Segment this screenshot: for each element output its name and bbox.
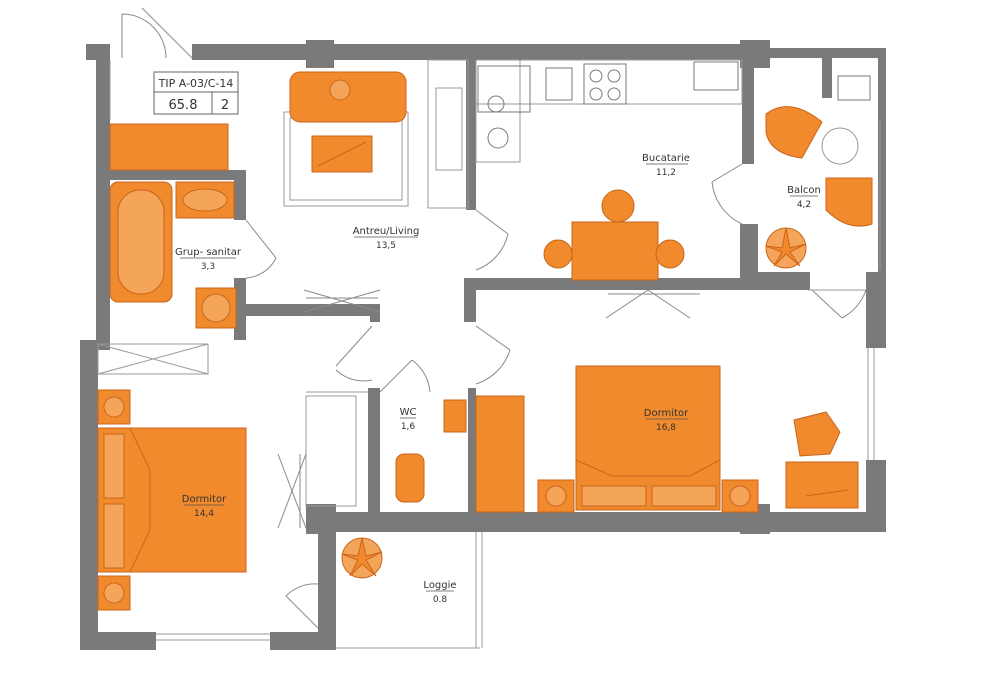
furniture bbox=[97, 71, 873, 611]
label-bedroom-second-area: 14,4 bbox=[194, 509, 214, 519]
label-loggia-name: Loggie bbox=[423, 580, 456, 591]
wall-balcony-top-inner bbox=[822, 58, 832, 98]
wall-bath-stub bbox=[370, 304, 380, 322]
door-kitchen bbox=[475, 209, 509, 271]
dishwasher bbox=[545, 67, 573, 101]
door-bedroom-second bbox=[335, 325, 373, 382]
wall-bottom-loggia-edge bbox=[318, 530, 336, 650]
wall-wc-stub-bottom bbox=[306, 504, 336, 534]
interior-lines bbox=[97, 59, 881, 649]
wall-left-upper bbox=[96, 44, 110, 340]
wc-sink bbox=[443, 399, 467, 433]
kitchen-appliances bbox=[477, 61, 871, 149]
chair-top bbox=[601, 189, 635, 223]
wall-wc-right bbox=[468, 388, 476, 514]
label-wc-area: 1,6 bbox=[401, 422, 416, 432]
label-bathroom-name: Grup- sanitar bbox=[175, 247, 242, 258]
door-balcony bbox=[711, 163, 743, 225]
wall-wc-left bbox=[368, 388, 380, 514]
desk bbox=[785, 461, 859, 509]
plant-loggia bbox=[341, 537, 383, 579]
wall-bath-right-lower bbox=[234, 278, 246, 340]
fridge bbox=[693, 61, 739, 91]
door-entrance bbox=[121, 13, 167, 59]
label-bedroom-main-area: 16,8 bbox=[656, 423, 676, 433]
label-wc-name: WC bbox=[400, 407, 417, 418]
kitchen-sink bbox=[477, 65, 531, 113]
wall-bath-top bbox=[108, 170, 244, 180]
apartment-type-code: TIP A-03/C-14 bbox=[158, 77, 234, 90]
label-underlines bbox=[180, 163, 818, 592]
door-balcony-exit bbox=[811, 289, 867, 319]
towel-radiator bbox=[109, 123, 229, 171]
door-bedroom-main bbox=[475, 325, 511, 385]
wall-kitchen-left-top bbox=[466, 60, 476, 210]
door-swings bbox=[121, 7, 867, 629]
label-bathroom-area: 3,3 bbox=[201, 262, 215, 272]
label-bedroom-second-name: Dormitor bbox=[182, 494, 227, 505]
wall-right-lower bbox=[866, 460, 886, 532]
label-bedroom-main-name: Dormitor bbox=[644, 408, 689, 419]
balcony-chair-1 bbox=[765, 106, 823, 159]
label-hall-living-area: 13,5 bbox=[376, 241, 396, 251]
room-labels: Grup- sanitar 3,3 Antreu/Living 13,5 Buc… bbox=[175, 153, 821, 605]
apartment-room-count: 2 bbox=[221, 98, 229, 113]
wc-toilet bbox=[395, 453, 425, 503]
door-loggia bbox=[285, 583, 319, 629]
wall-bath-bottom bbox=[246, 304, 380, 316]
wall-top-right bbox=[770, 48, 886, 58]
label-balcony-area: 4,2 bbox=[797, 200, 811, 210]
wall-top bbox=[192, 44, 770, 60]
balcony-chair-2 bbox=[825, 177, 873, 227]
wall-right-mid bbox=[866, 272, 886, 348]
wall-bath-right bbox=[234, 170, 246, 220]
wall-pillar-top-mid bbox=[306, 40, 334, 68]
person-on-sofa bbox=[329, 79, 351, 101]
wardrobe bbox=[475, 395, 525, 513]
desk-chair bbox=[793, 411, 841, 457]
label-kitchen-area: 11,2 bbox=[656, 168, 676, 178]
label-hall-living-name: Antreu/Living bbox=[353, 226, 420, 237]
wall-balcony-bottom bbox=[740, 272, 810, 290]
wall-kitchen-left-stub bbox=[464, 278, 476, 322]
chair-left bbox=[543, 239, 573, 269]
stove bbox=[583, 63, 627, 105]
wall-bottom-left bbox=[80, 632, 156, 650]
label-kitchen-name: Bucatarie bbox=[642, 153, 690, 164]
label-balcony-name: Balcon bbox=[787, 185, 821, 196]
label-loggia-area: 0.8 bbox=[433, 595, 448, 605]
sofa bbox=[289, 71, 407, 123]
door-bathroom bbox=[245, 219, 277, 279]
plant-balcony bbox=[765, 227, 807, 269]
wall-bedroom-bottom bbox=[306, 512, 886, 532]
wall-right-balcony bbox=[878, 56, 886, 272]
apartment-tag: TIP A-03/C-14 65.8 2 bbox=[153, 71, 239, 115]
toilet-balcony bbox=[837, 75, 871, 101]
wall-kitchen-bottom bbox=[466, 278, 742, 290]
apartment-total-area: 65.8 bbox=[169, 98, 198, 113]
wall-left-lower bbox=[80, 340, 98, 650]
chair-right bbox=[655, 239, 685, 269]
dining-table bbox=[571, 221, 659, 281]
walls bbox=[80, 40, 886, 650]
door-wc bbox=[379, 359, 431, 393]
wall-kitchen-balcony bbox=[742, 60, 754, 164]
